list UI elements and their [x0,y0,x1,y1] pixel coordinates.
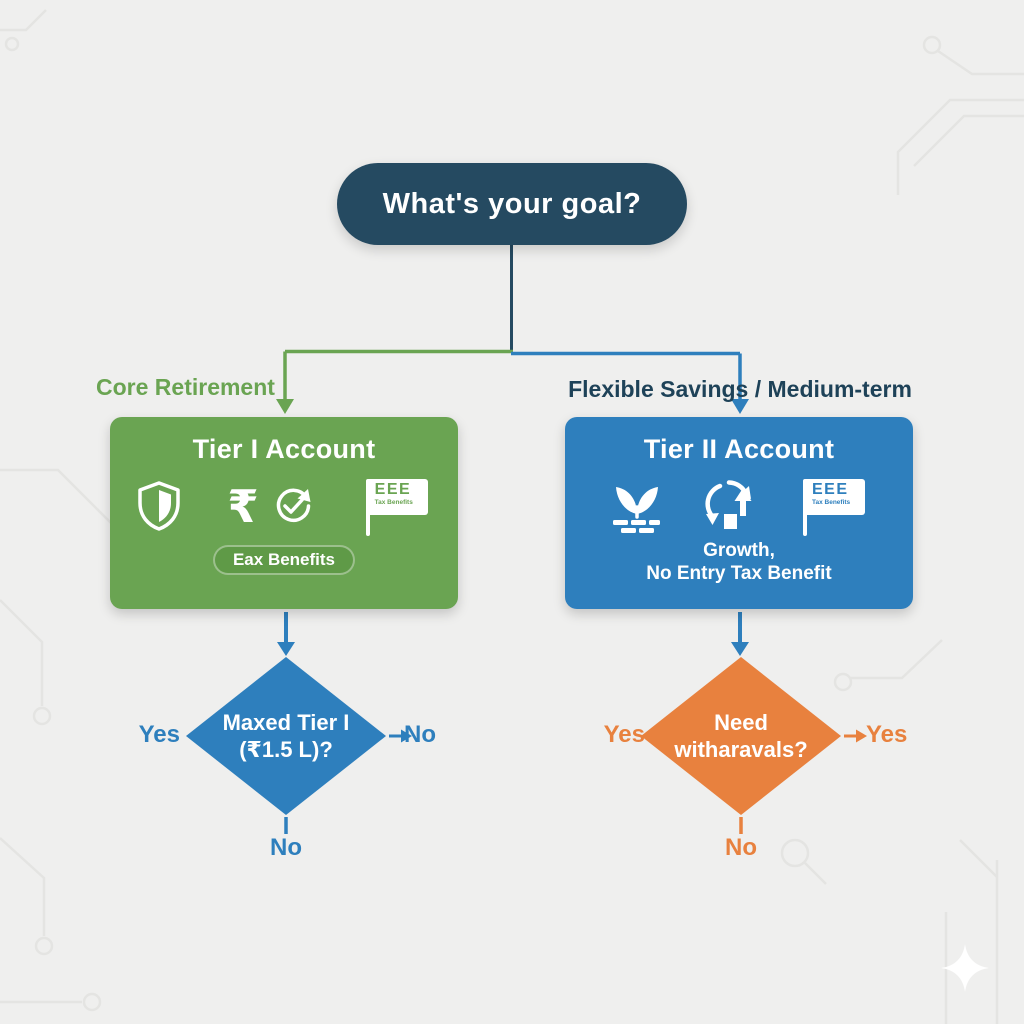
tier1-decision-line1: Maxed Tier I [222,710,350,735]
plant-growth-icon [608,477,666,535]
tier1-icon-row: ₹ EEE Tax Benefits [135,474,432,538]
tier2-yes-label-right: Yes [866,721,908,748]
flag-eee-text: EEE [374,481,412,498]
tier2-decision-line2: witharavals? [674,737,808,762]
tier1-card-title: Tier I Account [192,434,376,464]
tier2-caption-line2: No Entry Tax Benefit [646,563,832,584]
rupee-icon: ₹ [227,479,259,533]
branch-label-core-retirement: Core Retirement [96,374,275,400]
root-question-node: What's your goal? [337,163,687,245]
tier2-caption: Growth, No Entry Tax Benefit [646,539,831,585]
flag-face: EEE Tax Benefits [365,479,428,515]
tier1-eee-flag-icon: EEE Tax Benefits [361,474,433,538]
tier1-yes-label-left: Yes [138,721,180,748]
tier1-decision-line2: (₹1.5 L)? [239,737,333,762]
flag-tax-benefits-text: Tax Benefits [374,499,413,506]
tier2-icon-row: EEE Tax Benefits [608,474,870,538]
flag-eee-text: EEE [812,481,849,498]
refresh-check-icon [271,484,315,528]
tier2-eee-flag-icon: EEE Tax Benefits [798,474,870,538]
tier2-caption-line1: Growth, [703,540,775,561]
tier2-decision-line1: Need [714,710,768,735]
tier2-card-title: Tier II Account [643,434,835,464]
flag-tax-benefits-text: Tax Benefits [812,499,851,506]
tier1-no-label-bottom: No [270,834,302,861]
withdraw-cycle-icon [700,478,758,534]
branch-label-flexible-savings: Flexible Savings / Medium-term [568,376,912,402]
flag-face: EEE Tax Benefits [803,479,865,515]
tier2-no-label-bottom: No [725,834,757,861]
shield-icon [135,480,183,532]
tier2-account-card: Tier II Account [565,417,913,609]
root-question-label: What's your goal? [382,187,642,220]
tier2-yes-label-left: Yes [603,721,645,748]
tier1-account-card: Tier I Account ₹ EEE Tax [110,417,458,609]
tier1-benefits-badge: Eax Benefits [212,545,356,575]
tier1-no-label-right: No [404,721,436,748]
sparkle-icon [941,944,989,992]
